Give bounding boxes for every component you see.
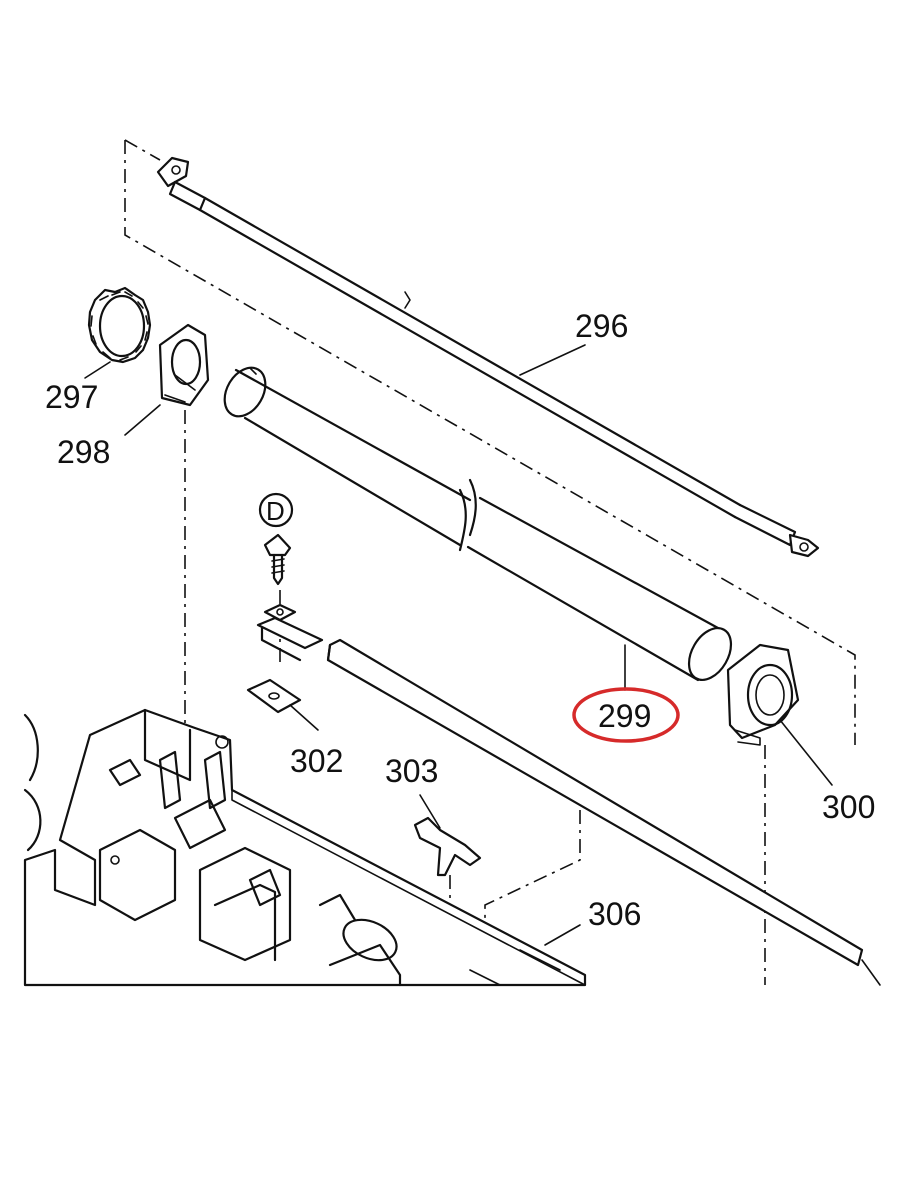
- label-297: 297: [45, 379, 98, 415]
- label-299: 299: [598, 698, 651, 734]
- part-302-plate: [246, 678, 319, 731]
- clip-assembly: [256, 603, 324, 662]
- marker-d-group: D: [258, 492, 294, 586]
- part-299-fuser-roller: [223, 366, 733, 691]
- label-306: 306: [588, 896, 641, 932]
- part-306-frame: [23, 708, 587, 987]
- label-298: 298: [57, 434, 110, 470]
- highlight-circle: [572, 687, 680, 743]
- label-296: 296: [575, 308, 628, 344]
- part-300-bearing-right: [726, 643, 833, 786]
- part-297-gear: [84, 286, 152, 379]
- part-labels: 296 297 298 299 300 302 303 306: [45, 308, 875, 932]
- marker-d-circle: [258, 492, 294, 528]
- marker-d-label: D: [266, 496, 285, 526]
- label-303: 303: [385, 753, 438, 789]
- part-296-heater-lamp: [156, 156, 820, 558]
- part-303-lever: [413, 794, 482, 877]
- label-302: 302: [290, 743, 343, 779]
- label-300: 300: [822, 789, 875, 825]
- flat-strip: [326, 638, 881, 986]
- part-298-bearing-left: [124, 323, 210, 436]
